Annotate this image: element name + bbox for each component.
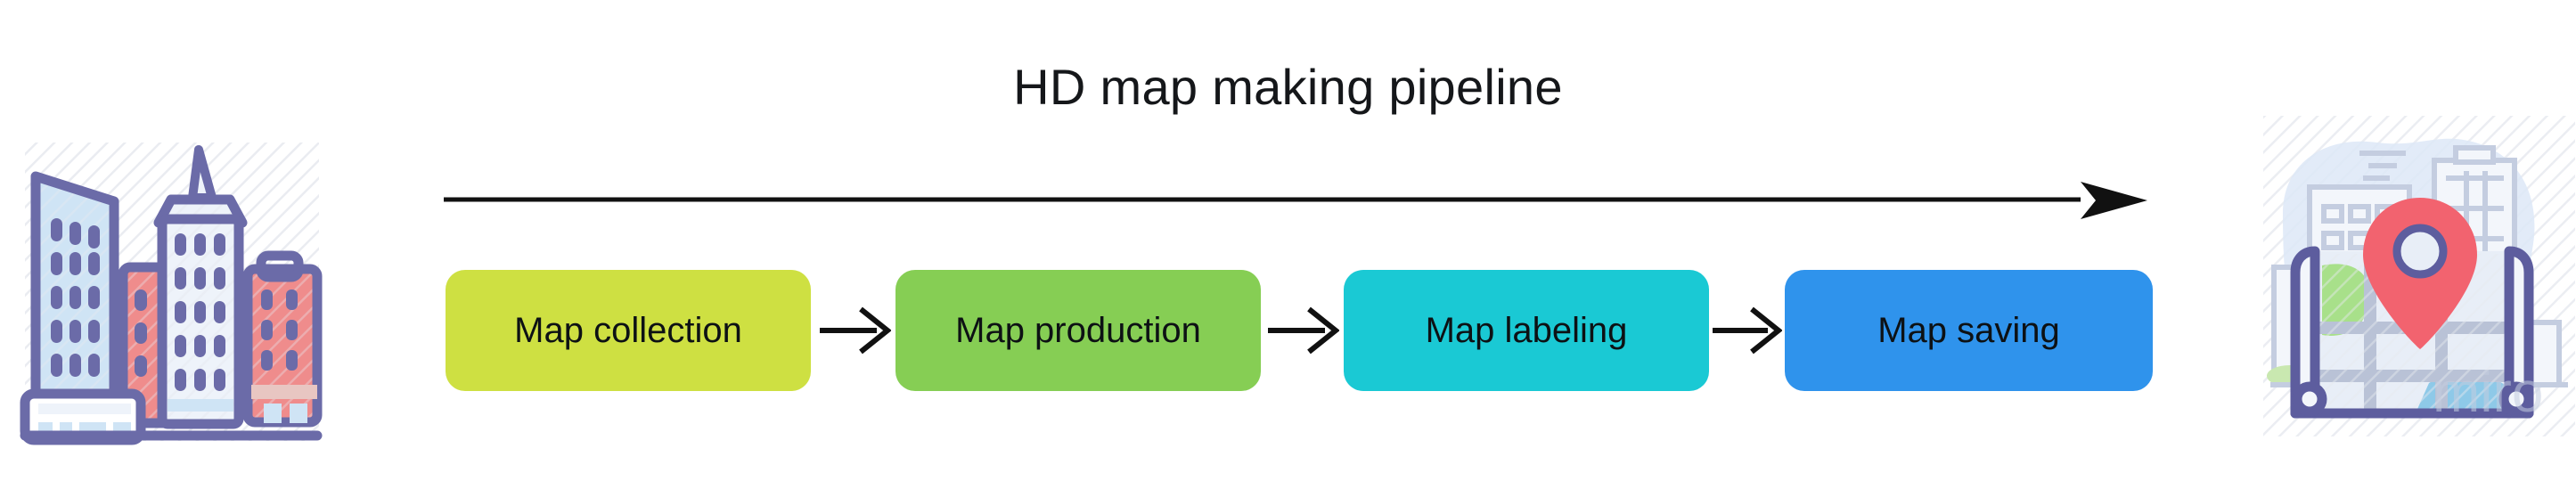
stage-map-labeling-label: Map labeling: [1425, 311, 1628, 350]
stage-map-saving-label: Map saving: [1877, 311, 2060, 350]
stage-map-production[interactable]: Map production: [895, 270, 1261, 391]
stage-map-labeling[interactable]: Map labeling: [1344, 270, 1709, 391]
stage-map-collection-label: Map collection: [514, 311, 742, 350]
stage-map-production-label: Map production: [955, 311, 1201, 350]
miro-watermark: miro: [2433, 360, 2543, 424]
page-title: HD map making pipeline: [1013, 59, 1563, 115]
stage-map-collection[interactable]: Map collection: [446, 270, 811, 391]
stage-map-saving[interactable]: Map saving: [1785, 270, 2153, 391]
pipeline-stage-row: Map collection Map production Map labeli…: [446, 270, 2156, 391]
connector-arrow-2-icon: [1268, 306, 1339, 355]
location-pin-icon: [2363, 198, 2477, 349]
city-skyline-illustration: [20, 143, 323, 445]
map-with-pin-illustration: miro: [2263, 116, 2575, 436]
connector-arrow-1-icon: [820, 306, 891, 355]
connector-arrow-3-icon: [1713, 306, 1782, 355]
timeline-direction-arrow-icon: [444, 182, 2147, 219]
